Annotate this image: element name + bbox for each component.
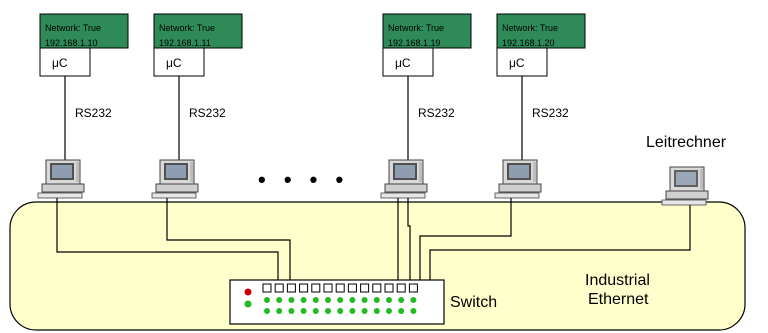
microcontroller-label: μC [395,56,411,70]
ip-address-text: 192.168.1.10 [45,38,98,48]
switch-port [408,283,418,293]
microcontroller-label: μC [166,56,182,70]
port-led [386,308,392,314]
switch-port [396,283,406,293]
computer-icon [380,159,428,199]
network-status-text: Network: True [159,23,215,33]
switch-port [347,283,357,293]
switch-port [323,283,333,293]
more-nodes-ellipsis: • • • • [258,167,349,192]
port-led [300,308,307,314]
serial-link-label: RS232 [418,106,455,120]
microcontroller-label: μC [509,56,525,70]
port-led [312,308,319,314]
port-led [373,297,380,303]
serial-link-label: RS232 [532,106,569,120]
status-box: Network: True 192.168.1.10 [39,13,129,49]
port-led [276,308,283,314]
microcontroller-label: μC [52,56,68,70]
port-led [361,297,368,303]
port-led [325,308,331,314]
switch-port [384,283,394,293]
network-status-text: Network: True [502,23,558,33]
switch-port [360,283,370,293]
microcontroller-box [382,47,434,77]
network-label-line1: Industrial [585,272,650,289]
ethernet-cable-2 [166,198,291,282]
ip-address-text: 192.168.1.20 [502,38,555,48]
switch-label: Switch [450,294,497,311]
node-2: Network: True 192.168.1.11 μC RS232 [151,13,243,199]
ethernet-cable-4 [407,198,411,282]
port-led [288,297,295,303]
microcontroller-box [153,47,205,77]
port-led [361,308,368,314]
network-label-line2: Ethernet [588,291,649,308]
port-led [288,308,295,314]
port-led [337,297,344,303]
port-led [349,308,356,314]
network-status-text: Network: True [45,23,101,33]
switch-led-green [244,300,252,308]
port-led [312,297,319,303]
computer-icon [37,159,85,199]
serial-link-label: RS232 [189,106,226,120]
node-4: Network: True 192.168.1.20 μC RS232 [494,13,586,199]
microcontroller-box [496,47,548,77]
ethernet-cable-6 [429,205,691,282]
status-box: Network: True 192.168.1.19 [382,13,472,49]
switch-port [335,283,345,293]
ip-address-text: 192.168.1.19 [388,38,441,48]
port-led [300,297,307,303]
port-led [373,308,380,314]
port-led [398,308,405,314]
microcontroller-box [39,47,91,77]
switch-led-red [244,288,252,296]
port-led [410,297,417,303]
computer-icon [494,159,542,199]
switch-port [262,283,272,293]
port-led [325,297,331,303]
switch-port [286,283,296,293]
network-status-text: Network: True [388,23,444,33]
port-led [349,297,356,303]
port-led [337,308,344,314]
switch-port [311,283,321,293]
ethernet-cable-5 [419,198,512,282]
ip-address-text: 192.168.1.11 [159,38,211,48]
port-led [410,308,417,314]
switch-port [372,283,382,293]
port-led [264,297,270,303]
port-led [264,308,270,314]
industrial-ethernet-area [9,201,746,331]
serial-link-label: RS232 [75,106,112,120]
status-box: Network: True 192.168.1.20 [496,13,586,49]
ethernet-cable-1 [56,198,279,282]
ethernet-switch [229,279,445,325]
port-led [398,297,405,303]
computer-icon [151,159,199,199]
host-computer-icon [661,166,709,206]
switch-port [299,283,309,293]
node-3: Network: True 192.168.1.19 μC RS232 [380,13,472,199]
host-label: Leitrechner [646,134,727,151]
status-box: Network: True 192.168.1.11 [153,13,243,49]
port-led [386,297,392,303]
port-led [276,297,283,303]
node-1: Network: True 192.168.1.10 μC RS232 [37,13,129,199]
switch-port [274,283,284,293]
